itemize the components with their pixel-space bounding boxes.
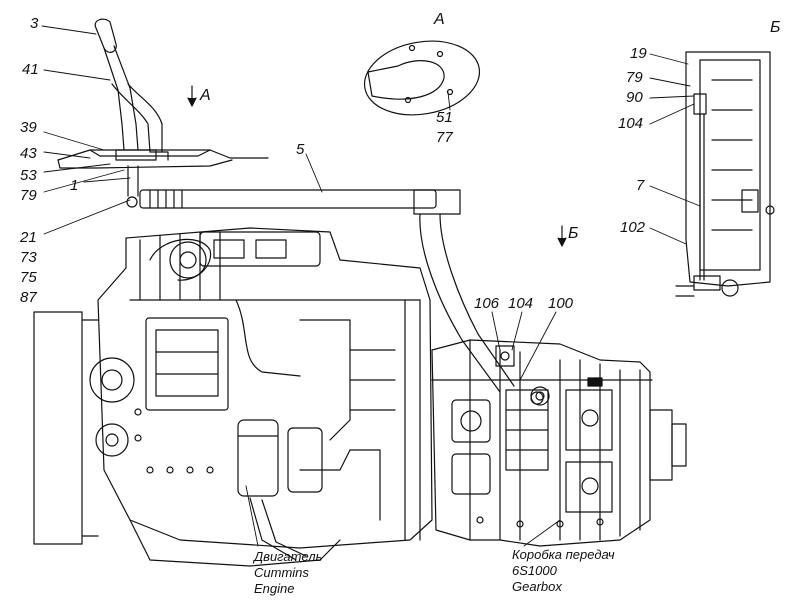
gearbox-caption-en: Gearbox (512, 579, 562, 594)
view-a-detail (363, 40, 481, 116)
part-label-1: 1 (70, 177, 79, 194)
view-a-title: A (434, 11, 445, 28)
part-label-53: 53 (20, 167, 37, 184)
part-label-100: 100 (548, 295, 574, 312)
part-label-79: 79 (20, 187, 37, 204)
part-label-39: 39 (20, 119, 37, 136)
gearbox-caption-model: 6S1000 (512, 563, 557, 578)
leader-lines (41, 25, 701, 547)
part-label-73: 73 (20, 249, 37, 266)
part-label-75: 75 (20, 269, 37, 286)
part-label-104: 104 (508, 295, 534, 312)
part-label-43: 43 (20, 145, 37, 162)
gear-lever-drawing (57, 18, 269, 208)
engine-caption-en: Engine (254, 581, 295, 596)
part-label-90: 90 (626, 89, 643, 106)
view-b-title: Б (770, 19, 781, 36)
part-label-3: 3 (30, 15, 39, 32)
part-label-79-b: 79 (626, 69, 643, 86)
view-a-arrow (187, 85, 197, 107)
engine-drawing (33, 227, 433, 567)
part-label-102: 102 (620, 219, 646, 236)
gearbox-drawing (431, 339, 687, 547)
part-label-87: 87 (20, 289, 37, 306)
part-label-77: 77 (436, 129, 453, 146)
view-b-detail (675, 51, 775, 297)
view-b-arrow (557, 225, 567, 247)
engine-caption-brand: Cummins (254, 565, 309, 580)
part-label-104-b: 104 (618, 115, 644, 132)
view-a-arrow-label: A (200, 87, 211, 104)
part-label-5: 5 (296, 141, 305, 158)
view-b-arrow-label: Б (568, 225, 579, 242)
part-label-106: 106 (474, 295, 500, 312)
shift-rod-drawing (139, 189, 544, 405)
part-label-51: 51 (436, 109, 453, 126)
part-label-21: 21 (20, 229, 37, 246)
part-label-19: 19 (630, 45, 647, 62)
engine-caption-ru: Двигатель (254, 549, 323, 564)
part-label-41: 41 (22, 61, 39, 78)
part-label-7: 7 (636, 177, 645, 194)
gearbox-caption-ru: Коробка передач (512, 547, 615, 562)
